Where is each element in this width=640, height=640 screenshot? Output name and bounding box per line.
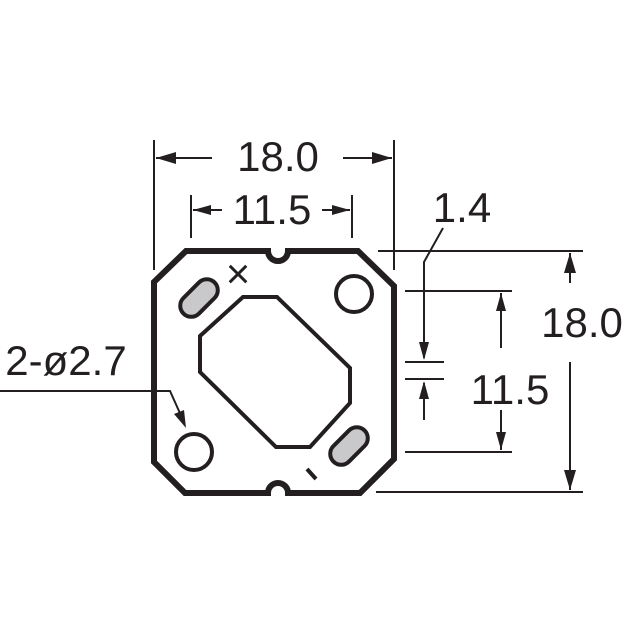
dim-outer-width-label: 18.0 [237, 133, 319, 180]
hole-callout-leader [0, 390, 184, 421]
arrow-inner-width-right [332, 205, 350, 215]
hole-callout-label: 2-ø2.7 [5, 337, 126, 384]
arrow-inner-width-left [193, 205, 211, 215]
central-pad [198, 295, 352, 449]
slot-bottom-right [328, 425, 370, 467]
hole-bottom-left [174, 432, 214, 472]
leader-gap [423, 227, 444, 358]
slot-top-left [178, 277, 220, 319]
cross-mark: × [226, 250, 251, 297]
dim-outer-height-label: 18.0 [541, 299, 623, 346]
arrow-outer-width-left [156, 152, 176, 164]
arrow-outer-width-right [372, 152, 392, 164]
dim-inner-height-label: 11.5 [471, 366, 550, 413]
dash-mark [305, 467, 318, 481]
arrow-outer-height-bottom [564, 470, 576, 490]
dim-gap-label: 1.4 [433, 184, 491, 231]
arrow-inner-height-bottom [496, 432, 506, 450]
dim-inner-width-label: 11.5 [233, 186, 312, 233]
arrow-gap-top [419, 342, 429, 360]
hole-callout-arrow [174, 410, 186, 428]
hole-top-right [334, 274, 374, 314]
arrow-gap-bottom [419, 381, 429, 399]
arrow-outer-height-top [564, 253, 576, 273]
package-outline [151, 248, 397, 496]
arrow-inner-height-top [496, 293, 506, 311]
